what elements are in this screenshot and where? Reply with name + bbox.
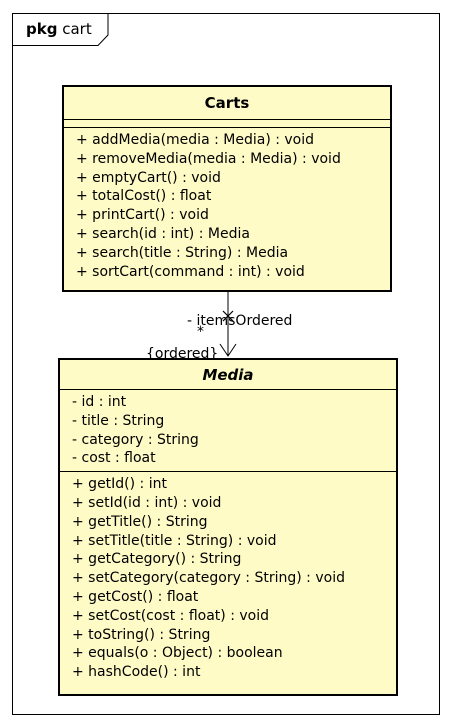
non-navigable-x-mark	[222, 310, 234, 322]
class-carts[interactable]: Carts + addMedia(media : Media) : void +…	[62, 85, 392, 292]
attribute: - cost : float	[72, 450, 156, 467]
operation: + removeMedia(media : Media) : void	[76, 150, 341, 167]
package-name: cart	[62, 20, 92, 38]
package-tab-outline	[12, 13, 109, 46]
package-frame	[12, 13, 440, 715]
operation: + setCost(cost : float) : void	[72, 607, 269, 624]
operation: + totalCost() : float	[76, 188, 212, 205]
operation: + setCategory(category : String) : void	[72, 570, 345, 587]
package-title: pkg cart	[26, 20, 92, 38]
attribute: - category : String	[72, 431, 199, 448]
attribute: - title : String	[72, 412, 165, 429]
operation: + search(id : int) : Media	[76, 225, 250, 242]
operation: + getId() : int	[72, 476, 167, 493]
navigable-arrowhead	[219, 343, 237, 357]
operation: + setId(id : int) : void	[72, 494, 222, 511]
operation: + hashCode() : int	[72, 664, 201, 681]
class-media[interactable]: Media - id : int - title : String - cate…	[58, 358, 398, 696]
operation: + addMedia(media : Media) : void	[76, 132, 315, 148]
class-name: Carts	[64, 87, 390, 120]
operation: + printCart() : void	[76, 207, 209, 224]
operation: + emptyCart() : void	[76, 169, 221, 186]
attribute: - id : int	[72, 394, 127, 410]
operation: + search(title : String) : Media	[76, 244, 289, 261]
operation: + toString() : String	[72, 626, 211, 643]
association-multiplicity: *	[197, 324, 204, 340]
operation: + setTitle(title : String) : void	[72, 532, 277, 549]
class-name: Media	[60, 360, 396, 390]
package-keyword: pkg	[26, 20, 58, 38]
operation: + getCost() : float	[72, 588, 199, 605]
operations-compartment: + addMedia(media : Media) : void + remov…	[64, 128, 390, 284]
operations-compartment: + getId() : int + setId(id : int) : void…	[60, 472, 396, 685]
association-role: - itemsOrdered	[187, 313, 293, 329]
attributes-compartment	[64, 120, 390, 128]
attributes-compartment: - id : int - title : String - category :…	[60, 390, 396, 473]
operation: + getTitle() : String	[72, 513, 208, 530]
operation: + sortCart(command : int) : void	[76, 263, 305, 280]
operation: + getCategory() : String	[72, 551, 242, 568]
operation: + equals(o : Object) : boolean	[72, 645, 283, 662]
